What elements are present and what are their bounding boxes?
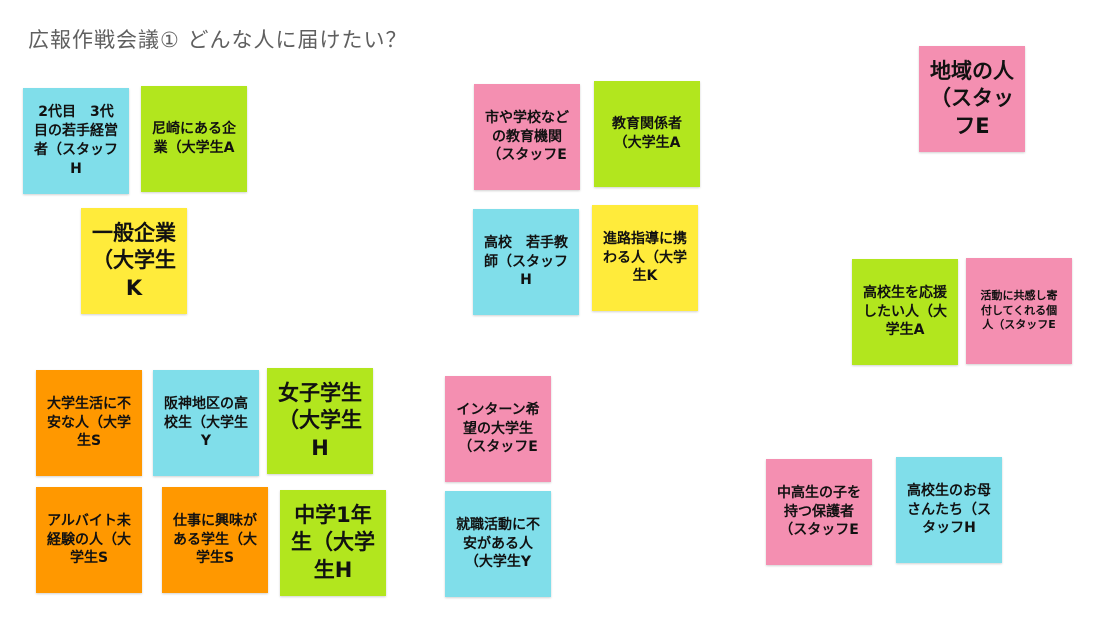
sticky-note[interactable]: 阪神地区の高校生（大学生Y: [153, 370, 259, 476]
sticky-note-text: 大学生活に不安な人（大学生S: [47, 395, 131, 450]
sticky-note-text: 地域の人（スタッフE: [930, 59, 1014, 138]
sticky-note[interactable]: 大学生活に不安な人（大学生S: [36, 370, 142, 476]
sticky-note-text: 仕事に興味がある学生（大学生S: [173, 512, 257, 567]
sticky-note[interactable]: 女子学生（大学生H: [267, 368, 373, 474]
sticky-note-text: 高校生のお母さんたち（スタッフH: [907, 482, 991, 537]
sticky-note-text: 高校生を応援したい人（大学生A: [863, 284, 947, 339]
sticky-note[interactable]: 一般企業（大学生K: [81, 208, 187, 314]
sticky-note-text: 一般企業（大学生K: [92, 221, 176, 300]
sticky-note-text: 女子学生（大学生H: [278, 381, 362, 460]
sticky-note-text: 進路指導に携わる人（大学生K: [603, 230, 687, 285]
sticky-note[interactable]: インターン希望の大学生（スタッフE: [445, 376, 551, 482]
sticky-note-text: 市や学校などの教育機関（スタッフE: [485, 109, 569, 164]
sticky-note[interactable]: 高校生を応援したい人（大学生A: [852, 259, 958, 365]
sticky-note-text: 活動に共感し寄付してくれる個人（スタッフE: [980, 288, 1058, 332]
sticky-note-text: インターン希望の大学生（スタッフE: [456, 401, 540, 456]
sticky-note[interactable]: 尼崎にある企業（大学生A: [141, 86, 247, 192]
sticky-note[interactable]: 活動に共感し寄付してくれる個人（スタッフE: [966, 258, 1072, 364]
sticky-note-text: アルバイト未経験の人（大学生S: [47, 512, 131, 567]
sticky-note[interactable]: 高校 若手教師（スタッフH: [473, 209, 579, 315]
sticky-note-text: 中高生の子を持つ保護者（スタッフE: [777, 484, 861, 539]
sticky-note[interactable]: 市や学校などの教育機関（スタッフE: [474, 84, 580, 190]
sticky-note[interactable]: 2代目 3代目の若手経営者（スタッフH: [23, 88, 129, 194]
sticky-note[interactable]: 教育関係者（大学生A: [594, 81, 700, 187]
sticky-note[interactable]: 進路指導に携わる人（大学生K: [592, 205, 698, 311]
sticky-note-text: 就職活動に不安がある人（大学生Y: [456, 516, 540, 571]
sticky-note-text: 高校 若手教師（スタッフH: [484, 234, 568, 289]
sticky-note-text: 尼崎にある企業（大学生A: [152, 121, 236, 156]
sticky-note[interactable]: 高校生のお母さんたち（スタッフH: [896, 457, 1002, 563]
sticky-note-text: 2代目 3代目の若手経営者（スタッフH: [34, 104, 118, 177]
board-title: 広報作戦会議① どんな人に届けたい？: [28, 28, 408, 52]
sticky-note-text: 阪神地区の高校生（大学生Y: [164, 395, 248, 450]
sticky-note-text: 中学1年生（大学生H: [291, 503, 375, 582]
sticky-note-text: 教育関係者（大学生A: [612, 116, 682, 151]
sticky-note[interactable]: 中高生の子を持つ保護者（スタッフE: [766, 459, 872, 565]
sticky-note[interactable]: 地域の人（スタッフE: [919, 46, 1025, 152]
sticky-note[interactable]: 就職活動に不安がある人（大学生Y: [445, 491, 551, 597]
sticky-note[interactable]: 仕事に興味がある学生（大学生S: [162, 487, 268, 593]
sticky-note[interactable]: 中学1年生（大学生H: [280, 490, 386, 596]
sticky-note[interactable]: アルバイト未経験の人（大学生S: [36, 487, 142, 593]
